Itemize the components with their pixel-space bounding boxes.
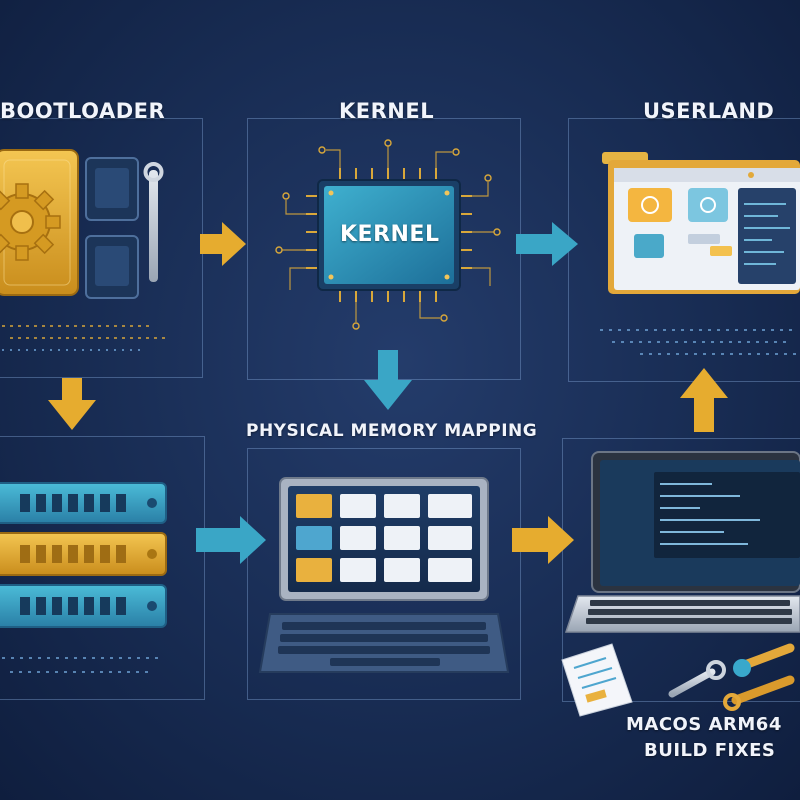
macos-title-line2: BUILD FIXES	[644, 740, 776, 761]
physical-memory-title: PHYSICAL MEMORY MAPPING	[246, 421, 538, 441]
macos-title-line1: MACOS ARM64	[626, 714, 782, 735]
memory-chip-icon	[85, 157, 139, 299]
kernel-title: KERNEL	[339, 99, 435, 123]
document-icon	[561, 643, 633, 717]
bootloader-hardware	[0, 149, 165, 351]
build-panel	[562, 438, 800, 702]
laptop-icon	[279, 477, 489, 601]
app-window-icon	[602, 152, 800, 294]
keyboard-icon	[258, 613, 510, 673]
arrow-kernel-to-userland	[516, 222, 578, 266]
arrow-memory-to-build	[512, 516, 574, 564]
arrow-kernel-down	[364, 350, 412, 410]
tools-icon	[668, 643, 795, 711]
build-laptop-icon	[564, 451, 800, 633]
modules-panel	[0, 436, 205, 700]
server-module-icon	[0, 482, 167, 628]
memory-panel	[247, 448, 521, 700]
userland-title: USERLAND	[643, 99, 775, 123]
arrow-build-up	[680, 368, 728, 432]
arrow-modules-to-memory	[196, 516, 266, 564]
wrench-icon	[143, 162, 164, 282]
gear-icon	[0, 183, 61, 261]
modules-traces	[2, 657, 160, 673]
userland-traces	[600, 329, 798, 355]
arrow-bootloader-down	[48, 378, 96, 430]
kernel-chip-label: KERNEL	[340, 222, 440, 247]
bootloader-title: BOOTLOADER	[0, 99, 166, 123]
arrow-bootloader-to-kernel	[200, 222, 246, 266]
processor-chip-icon	[275, 139, 501, 330]
